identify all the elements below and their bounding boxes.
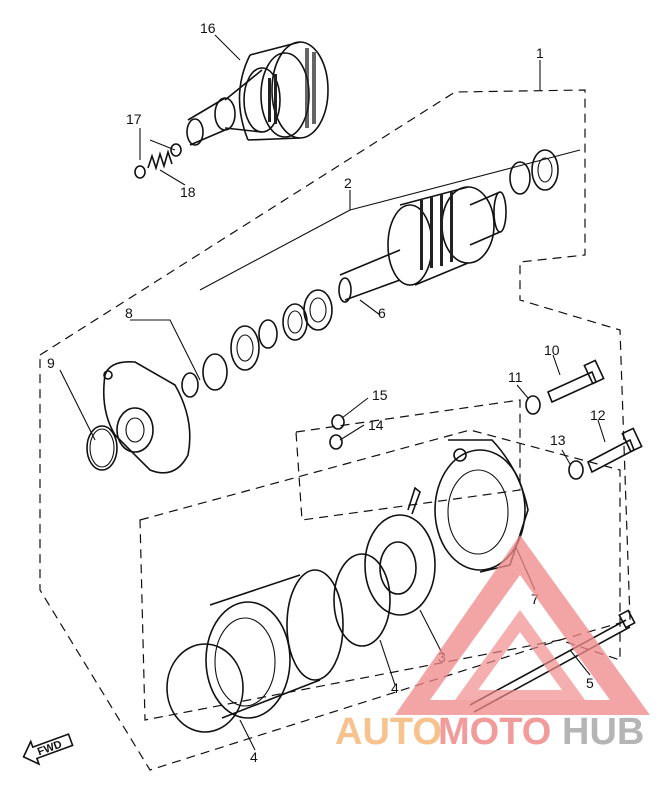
- o-ring-4-front: [333, 553, 391, 647]
- callout-17: 17: [126, 111, 142, 127]
- callout-9: 9: [47, 355, 55, 371]
- callout-5: 5: [586, 675, 594, 691]
- washer-13: [568, 460, 584, 480]
- washer-17b: [170, 143, 182, 157]
- watermark-auto: AUTO: [335, 711, 442, 753]
- washer-15: [331, 414, 345, 430]
- watermark-logo: AUTO MOTO HUB: [335, 535, 650, 753]
- front-cover-7: [434, 439, 529, 573]
- armature-washers-rear: [181, 289, 333, 398]
- washer-11: [525, 395, 541, 415]
- watermark-hub: HUB: [562, 711, 644, 753]
- washer-17a: [134, 165, 146, 179]
- watermark-triangle: [395, 535, 650, 715]
- callout-18: 18: [180, 184, 196, 200]
- callout-10: 10: [544, 342, 560, 358]
- bolt-12: [586, 427, 643, 474]
- callout-4-rear: 4: [250, 749, 258, 765]
- o-ring-4-rear: [166, 643, 244, 733]
- starter-clutch-gear: [186, 41, 329, 146]
- callout-4-front: 4: [391, 680, 399, 696]
- fwd-label: FWD: [36, 738, 64, 758]
- callout-11: 11: [508, 369, 523, 385]
- leader-lines: [59, 34, 606, 751]
- callout-13: 13: [550, 432, 566, 448]
- callout-7: 7: [531, 591, 539, 607]
- yoke: [205, 569, 344, 719]
- fwd-arrow: FWD: [22, 733, 74, 766]
- inner-yoke-outline: [139, 429, 621, 721]
- callout-15: 15: [372, 387, 388, 403]
- callout-16: 16: [200, 20, 216, 36]
- nut-14: [329, 434, 343, 450]
- callout-2: 2: [344, 175, 352, 191]
- o-ring-9: [86, 425, 118, 471]
- assembly-outline: [39, 89, 631, 771]
- callout-1: 1: [536, 45, 544, 61]
- watermark-moto: MOTO: [438, 711, 551, 753]
- brush-holder-outline: [295, 399, 521, 521]
- callout-6: 6: [378, 305, 386, 321]
- armature: [338, 186, 507, 303]
- rear-cover-8: [102, 360, 191, 474]
- spring-18: [147, 149, 173, 171]
- callout-8: 8: [125, 305, 133, 321]
- armature-washers-front: [509, 149, 559, 195]
- bolt-10: [546, 359, 605, 404]
- callout-14: 14: [368, 417, 384, 433]
- callout-12: 12: [590, 407, 606, 423]
- brush-plate-3: [364, 486, 436, 616]
